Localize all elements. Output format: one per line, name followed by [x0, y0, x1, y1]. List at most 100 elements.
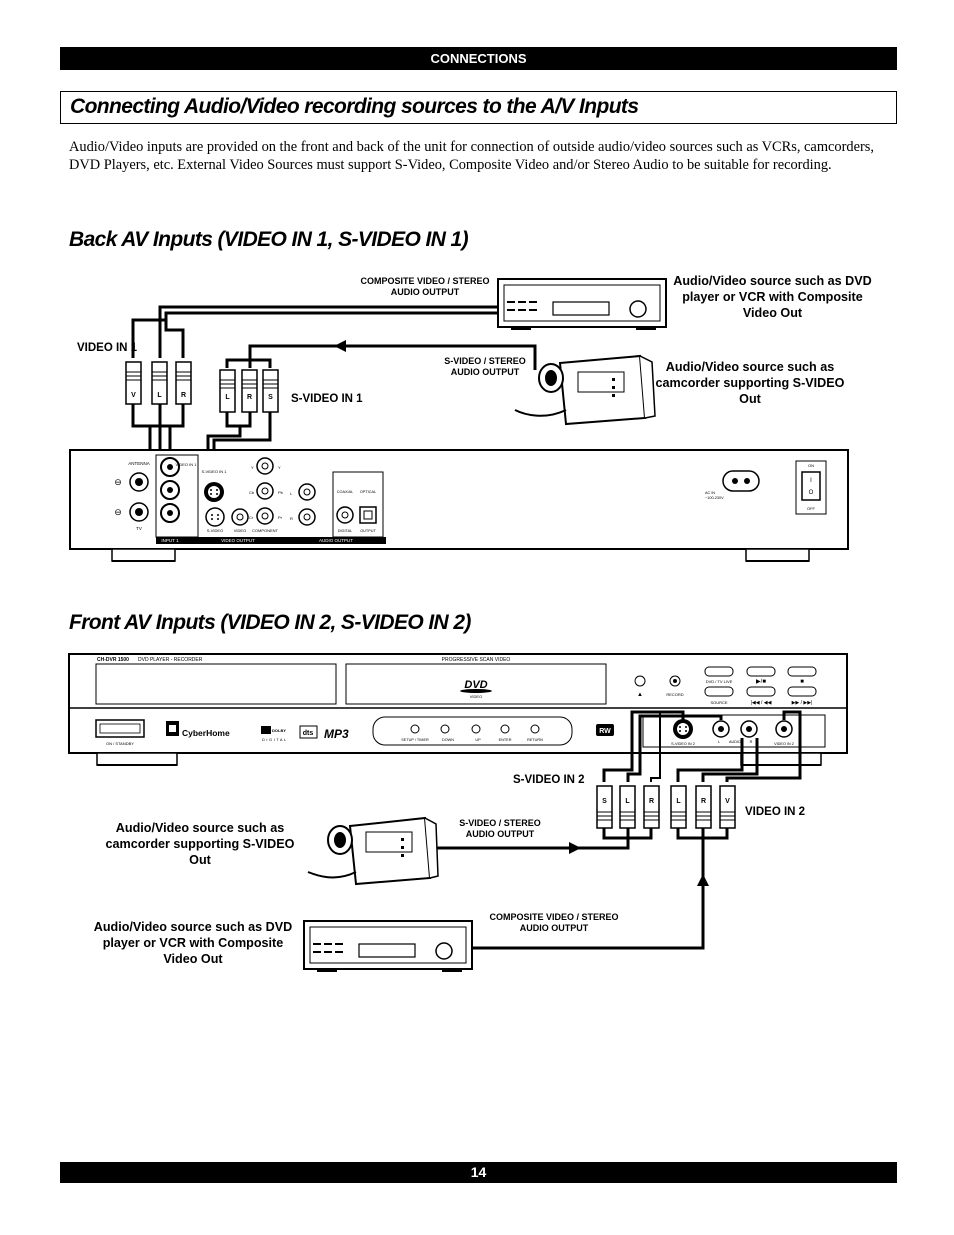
- back-camcorder-source-desc: Audio/Video source such as camcorder sup…: [655, 360, 845, 406]
- svg-text:INPUT 1: INPUT 1: [161, 538, 179, 543]
- svg-text:I: I: [810, 478, 812, 484]
- svg-text:R: R: [750, 740, 753, 744]
- svg-text:AUDIO: AUDIO: [729, 740, 741, 744]
- svg-text:S-VIDEO IN 1: S-VIDEO IN 1: [202, 469, 228, 474]
- svg-text:DVD: DVD: [464, 679, 487, 691]
- svg-text:V: V: [725, 798, 730, 805]
- svg-text:⊖: ⊖: [114, 507, 122, 517]
- svg-text:~100-230V: ~100-230V: [705, 496, 724, 500]
- back-panel: ANTENNA TV ⊖ ⊖ VIDEO IN 1 S-VIDEO IN 1 I…: [69, 449, 849, 562]
- front-panel: CH-DVR 1500 DVD PLAYER - RECORDER PROGRE…: [68, 653, 848, 766]
- svg-text:R: R: [701, 798, 706, 805]
- svg-text:COMPONENT: COMPONENT: [252, 528, 279, 533]
- svg-text:AC IN: AC IN: [705, 491, 715, 495]
- front-camcorder-device: [307, 816, 439, 886]
- svg-text:CyberHome: CyberHome: [182, 728, 230, 738]
- svg-text:DOLBY: DOLBY: [272, 728, 286, 733]
- svg-text:TV: TV: [136, 526, 142, 531]
- svg-text:DIGITAL: DIGITAL: [262, 737, 288, 742]
- svg-text:VIDEO: VIDEO: [470, 694, 482, 699]
- front-plugs: S L R L R V: [596, 785, 736, 829]
- svg-text:RETURN: RETURN: [527, 738, 543, 742]
- svg-text:Cb: Cb: [249, 490, 255, 495]
- svg-text:DOWN: DOWN: [442, 738, 454, 742]
- svg-text:■: ■: [800, 679, 804, 685]
- svg-text:Y: Y: [278, 465, 281, 470]
- svg-text:|◀◀ / ◀◀: |◀◀ / ◀◀: [751, 700, 772, 706]
- svg-text:CH-DVR 1500: CH-DVR 1500: [97, 657, 129, 663]
- page-footer-bar: 14: [60, 1162, 897, 1183]
- back-dvd-source-desc: Audio/Video source such as DVD player or…: [673, 274, 872, 320]
- svg-text:ON: ON: [808, 463, 814, 468]
- front-svideo-in-label: S-VIDEO IN 2: [513, 774, 585, 786]
- svg-text:OUTPUT: OUTPUT: [360, 529, 376, 533]
- front-camcorder-source-desc: Audio/Video source such as camcorder sup…: [105, 821, 295, 867]
- svg-text:L: L: [718, 740, 720, 744]
- back-plug-r: R: [181, 392, 186, 399]
- svg-text:Y: Y: [251, 465, 254, 470]
- back-plug-l2: L: [225, 394, 230, 401]
- page-title-text: Connecting Audio/Video recording sources…: [70, 95, 639, 118]
- intro-paragraph: Audio/Video inputs are provided on the f…: [69, 139, 874, 173]
- svg-text:OPTICAL: OPTICAL: [360, 490, 376, 494]
- front-connection-diagram: CH-DVR 1500 DVD PLAYER - RECORDER PROGRE…: [68, 653, 848, 972]
- svg-text:Pr: Pr: [278, 515, 283, 520]
- back-svideo-in-label: S-VIDEO IN 1: [291, 393, 363, 405]
- svg-text:ON / STANDBY: ON / STANDBY: [106, 741, 134, 746]
- svg-text:AUDIO OUTPUT: AUDIO OUTPUT: [319, 538, 353, 543]
- svg-text:▶▶ / ▶▶|: ▶▶ / ▶▶|: [792, 700, 813, 706]
- svg-text:R: R: [290, 516, 293, 521]
- back-composite-output-label: COMPOSITE VIDEO / STEREO AUDIO OUTPUT: [360, 276, 490, 297]
- svg-text:VIDEO IN 1: VIDEO IN 1: [176, 462, 198, 467]
- svg-text:⊖: ⊖: [114, 477, 122, 487]
- svg-text:VIDEO: VIDEO: [234, 528, 246, 533]
- front-section-heading: Front AV Inputs (VIDEO IN 2, S-VIDEO IN …: [69, 611, 471, 634]
- back-plug-l: L: [157, 392, 162, 399]
- back-section-heading: Back AV Inputs (VIDEO IN 1, S-VIDEO IN 1…: [69, 228, 469, 251]
- svg-text:S-VIDEO IN 2: S-VIDEO IN 2: [671, 742, 695, 746]
- svg-text:VIDEO IN 2: VIDEO IN 2: [774, 742, 794, 746]
- svg-text:L: L: [290, 491, 293, 496]
- back-plug-r2: R: [247, 394, 252, 401]
- svg-text:RECORD: RECORD: [666, 692, 683, 697]
- svg-text:ANTENNA: ANTENNA: [128, 461, 150, 466]
- back-svideo-output-label: S-VIDEO / STEREO AUDIO OUTPUT: [444, 356, 526, 377]
- svg-text:SOURCE: SOURCE: [710, 700, 727, 705]
- front-dvd-source-desc: Audio/Video source such as DVD player or…: [93, 920, 293, 966]
- svg-text:DVD / TV LIVE: DVD / TV LIVE: [706, 679, 733, 684]
- page-title: Connecting Audio/Video recording sources…: [60, 91, 897, 124]
- svg-text:S-VIDEO: S-VIDEO: [207, 528, 223, 533]
- svg-text:RW: RW: [599, 728, 611, 735]
- svg-text:▲: ▲: [637, 692, 643, 698]
- svg-text:MP3: MP3: [324, 727, 349, 741]
- back-camcorder-device: [514, 354, 656, 426]
- back-plug-v: V: [131, 392, 136, 399]
- svg-text:DVD PLAYER - RECORDER: DVD PLAYER - RECORDER: [138, 657, 203, 663]
- back-dvd-player-device: [497, 278, 667, 330]
- svg-text:SETUP / TIMER: SETUP / TIMER: [401, 738, 429, 742]
- svg-text:COAXIAL: COAXIAL: [337, 490, 353, 494]
- svg-text:Pb: Pb: [278, 490, 284, 495]
- svg-text:L: L: [676, 798, 681, 805]
- svg-text:L: L: [625, 798, 630, 805]
- svg-text:VIDEO OUTPUT: VIDEO OUTPUT: [221, 538, 255, 543]
- svg-text:DIGITAL: DIGITAL: [338, 529, 353, 533]
- svg-text:dts: dts: [303, 730, 314, 737]
- svg-text:UP: UP: [475, 738, 481, 742]
- back-video-in-label: VIDEO IN 1: [77, 342, 138, 354]
- back-video-plugs: V L R: [125, 361, 192, 450]
- svg-text:R: R: [649, 798, 654, 805]
- svg-text:S: S: [602, 798, 607, 805]
- front-video-in-label: VIDEO IN 2: [745, 806, 806, 818]
- svg-text:O: O: [809, 490, 814, 496]
- svg-text:OFF: OFF: [807, 506, 816, 511]
- back-connection-diagram: V L R L R S ANTENNA TV ⊖ ⊖: [69, 278, 849, 562]
- svg-text:ENTER: ENTER: [499, 738, 512, 742]
- section-header-label: CONNECTIONS: [430, 51, 527, 66]
- svg-text:Cr: Cr: [249, 515, 254, 520]
- svg-text:PROGRESSIVE SCAN VIDEO: PROGRESSIVE SCAN VIDEO: [442, 657, 511, 663]
- svg-text:▶/■: ▶/■: [756, 679, 766, 685]
- section-header-bar: CONNECTIONS: [60, 47, 897, 70]
- back-plug-s: S: [268, 394, 273, 401]
- front-composite-output-label: COMPOSITE VIDEO / STEREO AUDIO OUTPUT: [489, 912, 619, 933]
